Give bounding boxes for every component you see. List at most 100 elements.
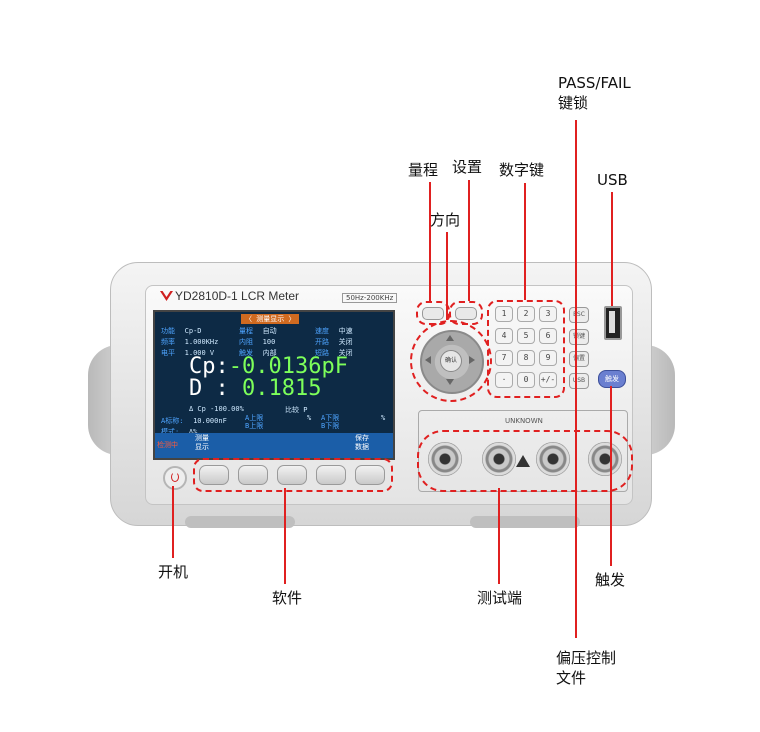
line-setup (468, 180, 470, 301)
key-0[interactable]: 0 (517, 372, 535, 388)
bnc-hpot[interactable] (536, 442, 570, 476)
freq-range-label: 50Hz-200KHz (342, 293, 398, 303)
param-label: 内阻 (239, 338, 253, 346)
key-9[interactable]: 9 (539, 350, 557, 366)
key-4[interactable]: 4 (495, 328, 513, 344)
line-softkeys (284, 488, 286, 584)
softkeys-highlight (193, 458, 393, 492)
callout-trigger: 触发 (595, 571, 626, 589)
line-trigger (610, 386, 612, 566)
callout-pass-fail: PASS/FAIL 键锁 (558, 74, 631, 112)
line-pass-fail (575, 120, 577, 330)
foot-right (470, 516, 580, 528)
secondary-reading: D : 0.1815 (189, 376, 321, 401)
param-value: 1.000 V (184, 349, 215, 357)
line-range (429, 182, 431, 301)
callout-range: 量程 (408, 161, 439, 179)
numeric-keys-highlight (487, 300, 565, 398)
softkey-2[interactable] (238, 465, 268, 485)
primary-value: -0.0136pF (228, 354, 348, 379)
callout-bias-file: 偏压控制 文件 (556, 649, 617, 687)
side-key-usb[interactable]: USB (569, 373, 589, 389)
primary-reading: Cp:-0.0136pF (189, 354, 348, 379)
param-col-3: 速度 中速 开路 关闭 短路 关闭 (315, 324, 353, 357)
key-1[interactable]: 1 (495, 306, 513, 322)
callout-direction: 方向 (430, 211, 461, 229)
primary-label: Cp: (189, 354, 229, 379)
delta-line: Δ Cp -100.00% (189, 405, 244, 413)
key-dot[interactable]: · (495, 372, 513, 388)
line-usb (611, 192, 613, 306)
a-lower: A下限 (321, 414, 340, 422)
key-7[interactable]: 7 (495, 350, 513, 366)
line-numeric-keys (524, 183, 526, 300)
status-text: 检测中 (157, 441, 178, 449)
param-value: 中速 (338, 327, 353, 335)
pct-2: % (381, 414, 386, 422)
setup-button[interactable] (455, 307, 477, 320)
key-3[interactable]: 3 (539, 306, 557, 322)
key-8[interactable]: 8 (517, 350, 535, 366)
side-key-lock[interactable]: 锁键 (569, 329, 589, 345)
param-col-2: 量程 自动 内阻 100 触发 内部 (239, 324, 277, 357)
nominal-value: 10.000nF (193, 417, 227, 425)
warning-icon (516, 455, 530, 467)
compare-status: 比较 P (285, 406, 308, 414)
softkey-3[interactable] (277, 465, 307, 485)
callout-softkeys: 软件 (272, 589, 303, 607)
unknown-label: UNKNOWN (505, 417, 543, 425)
softkey-4[interactable] (316, 465, 346, 485)
foot-left (185, 516, 295, 528)
numeric-keypad: 1 2 3 4 5 6 7 8 9 · 0 +/- (490, 306, 560, 388)
a-upper: A上限 (245, 414, 264, 422)
key-6[interactable]: 6 (539, 328, 557, 344)
softkey-5[interactable] (355, 465, 385, 485)
callout-test-terminal: 测试端 (477, 589, 523, 607)
callout-usb: USB (597, 171, 628, 189)
lower-limits: A下限 B下限 (321, 414, 339, 430)
param-col-1: 功能 Cp-D 频率 1.000KHz 电平 1.000 V (161, 324, 218, 357)
b-upper: B上限 (245, 422, 264, 430)
line-bias-file (575, 330, 577, 638)
key-sign[interactable]: +/- (539, 372, 557, 388)
terminals-highlight (417, 430, 633, 492)
param-value: 1.000KHz (184, 338, 219, 346)
screen-title: 〈 测量显示 〉 (241, 314, 300, 324)
line-test-terminal (498, 488, 500, 584)
param-label: 开路 (315, 338, 329, 346)
param-label: 触发 (239, 349, 253, 357)
line-power (172, 486, 174, 558)
soft-label-right: 保存 数据 (355, 434, 369, 451)
bnc-lpot[interactable] (482, 442, 516, 476)
mode-value: Δ% (188, 428, 198, 436)
param-label: 速度 (315, 327, 329, 335)
param-value: 内部 (262, 349, 277, 357)
key-5[interactable]: 5 (517, 328, 535, 344)
callout-numeric-keys: 数字键 (499, 161, 545, 179)
callout-setup: 设置 (452, 158, 483, 176)
softkey-1[interactable] (199, 465, 229, 485)
pct-1: % (307, 414, 312, 422)
side-key-bias[interactable]: 偏置 (569, 351, 589, 367)
power-icon (171, 472, 179, 482)
param-value: 关闭 (338, 349, 353, 357)
model-name: YD2810D-1 LCR Meter (175, 289, 300, 303)
power-button[interactable] (163, 466, 187, 490)
side-key-esc[interactable]: ESC (569, 307, 589, 323)
trigger-button[interactable]: 触发 (598, 370, 626, 388)
lcd-screen: 〈 测量显示 〉 功能 Cp-D 频率 1.000KHz 电平 1.000 V … (153, 310, 395, 460)
param-value: Cp-D (184, 327, 202, 335)
direction-highlight (410, 320, 492, 402)
b-lower: B下限 (321, 422, 340, 430)
range-button[interactable] (422, 307, 444, 320)
param-value: 自动 (262, 327, 277, 335)
key-2[interactable]: 2 (517, 306, 535, 322)
param-label: 功能 (161, 327, 175, 335)
secondary-label: D : (189, 376, 229, 401)
usb-port-tongue (609, 311, 615, 333)
mode-label: 模式: (161, 428, 180, 436)
soft-label-left: 测量 显示 (195, 434, 209, 451)
param-value: 关闭 (338, 338, 353, 346)
param-value: 100 (262, 338, 276, 346)
callout-power: 开机 (158, 563, 189, 581)
